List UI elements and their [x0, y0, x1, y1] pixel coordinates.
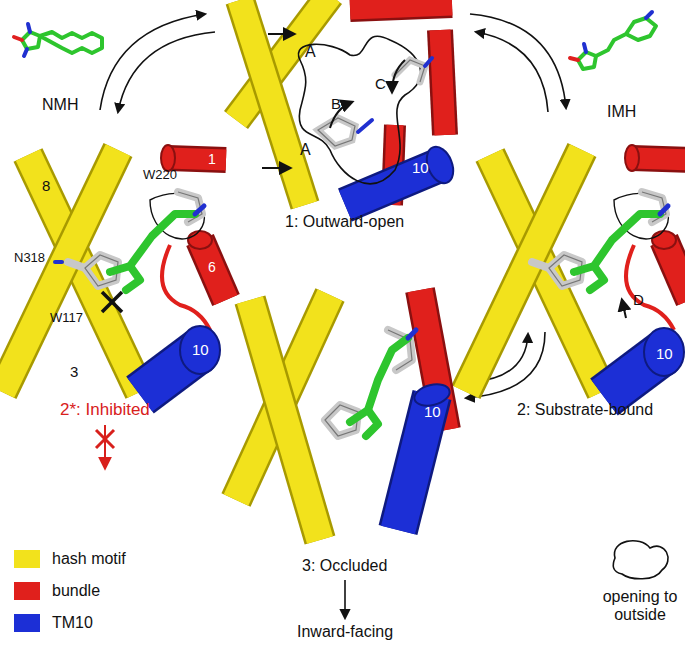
helix-number: 10 — [424, 404, 441, 421]
helix-number: 10 — [656, 346, 673, 363]
imh-molecule — [570, 12, 656, 69]
helix-number: 10 — [412, 160, 429, 177]
residue-label: W117 — [50, 311, 83, 325]
helix-number: 8 — [42, 178, 50, 195]
helix-number: 10 — [192, 342, 209, 359]
state-label: 2: Substrate-bound — [517, 401, 653, 419]
motion-label: A — [305, 43, 316, 61]
panel-outward-open — [236, 0, 458, 205]
motion-label: A — [300, 141, 311, 159]
molecule-label: IMH — [607, 103, 636, 121]
state-label: 3: Occluded — [302, 557, 387, 575]
opening-sample — [613, 541, 668, 579]
state-label: 2*: Inhibited — [60, 401, 150, 420]
panel-occluded — [236, 290, 452, 540]
motion-label: D — [633, 292, 644, 309]
legend-text: opening to outside — [595, 588, 685, 623]
helix-number: 1 — [208, 152, 216, 167]
legend-swatch — [14, 550, 40, 568]
legend-text: hash motif — [52, 550, 126, 568]
legend-swatch — [14, 582, 40, 600]
helix-number: 6 — [208, 260, 216, 275]
motion-label: C — [375, 76, 386, 93]
nmh-molecule — [14, 24, 102, 56]
legend-swatch — [14, 614, 40, 632]
motion-label: B — [331, 96, 341, 113]
state-label: 1: Outward-open — [285, 213, 404, 231]
molecule-label: NMH — [42, 96, 78, 114]
panel-inhibited — [2, 145, 226, 468]
legend-text: bundle — [52, 582, 100, 600]
residue-label: W220 — [143, 168, 177, 182]
legend-text: TM10 — [52, 614, 93, 632]
helix-number: 3 — [70, 364, 78, 381]
state-label: Inward-facing — [297, 623, 393, 641]
residue-label: N318 — [14, 251, 45, 265]
panel-substrate-bound — [466, 145, 685, 397]
